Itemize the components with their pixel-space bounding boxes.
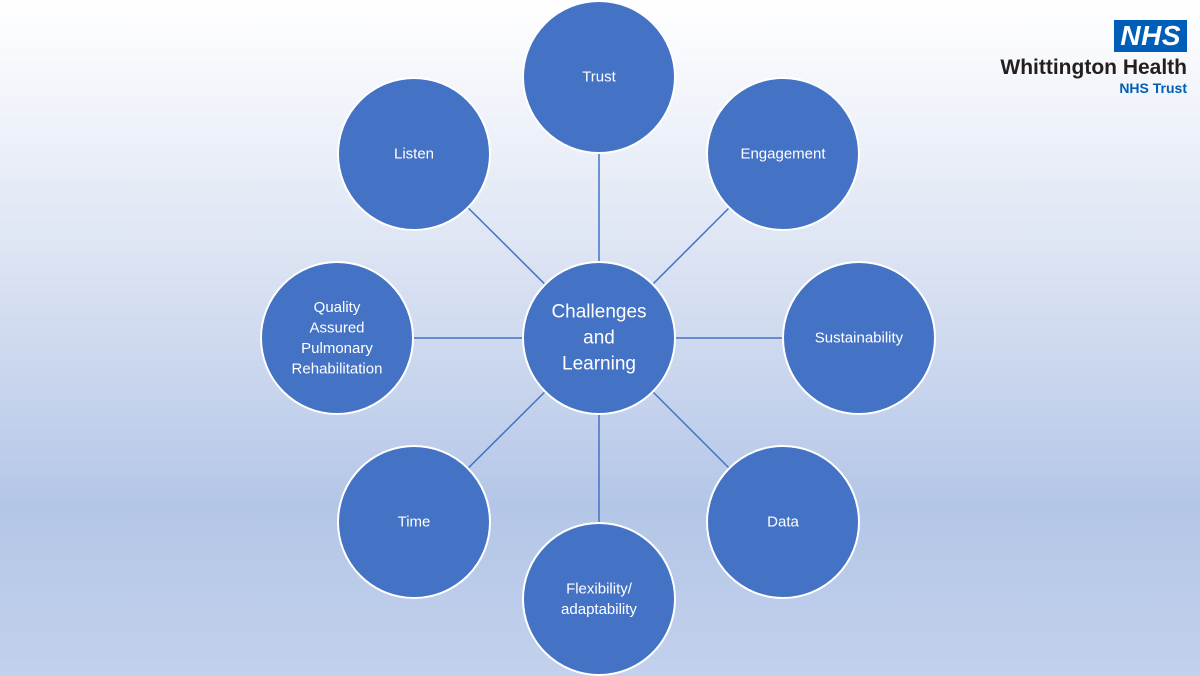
node-flexibility-label: Flexibility/	[566, 580, 633, 597]
node-data: Data	[706, 445, 860, 599]
node-time: Time	[337, 445, 491, 599]
node-data-label: Data	[767, 514, 799, 531]
nhs-logo: NHS Whittington Health NHS Trust	[1000, 20, 1187, 96]
node-listen: Listen	[337, 77, 491, 231]
connector-data	[652, 391, 730, 469]
node-engagement-label: Engagement	[740, 146, 826, 163]
node-quality-label: Assured	[309, 319, 364, 336]
connector-time	[467, 391, 546, 469]
node-center-label: and	[583, 328, 615, 349]
nhs-mark: NHS	[1114, 20, 1187, 52]
node-quality-circle	[260, 261, 414, 415]
node-listen-label: Listen	[394, 146, 434, 163]
node-quality-label: Quality	[314, 299, 361, 316]
node-quality-label: Pulmonary	[301, 340, 373, 357]
node-quality-label: Rehabilitation	[292, 360, 383, 377]
node-trust: Trust	[522, 0, 676, 154]
node-data-circle	[706, 445, 860, 599]
node-flexibility: Flexibility/adaptability	[522, 522, 676, 676]
connector-listen	[467, 207, 546, 285]
node-sustainability-circle	[782, 261, 936, 415]
node-flexibility-circle	[522, 522, 676, 676]
organization-name: Whittington Health	[1000, 56, 1187, 79]
node-center-circle	[522, 261, 676, 415]
connector-engagement	[652, 207, 730, 285]
node-center-label: Challenges	[551, 302, 646, 323]
node-time-label: Time	[398, 514, 431, 531]
node-time-circle	[337, 445, 491, 599]
node-center-label: Learning	[562, 354, 636, 375]
node-engagement-circle	[706, 77, 860, 231]
organization-subtitle: NHS Trust	[1119, 80, 1187, 96]
node-flexibility-label: adaptability	[561, 601, 637, 618]
diagram-nodes: TrustEngagementSustainabilityDataFlexibi…	[260, 0, 936, 676]
node-trust-label: Trust	[582, 69, 616, 86]
node-listen-circle	[337, 77, 491, 231]
node-engagement: Engagement	[706, 77, 860, 231]
node-sustainability: Sustainability	[782, 261, 936, 415]
node-sustainability-label: Sustainability	[815, 330, 904, 347]
connector-lines	[413, 153, 783, 523]
node-trust-circle	[522, 0, 676, 154]
